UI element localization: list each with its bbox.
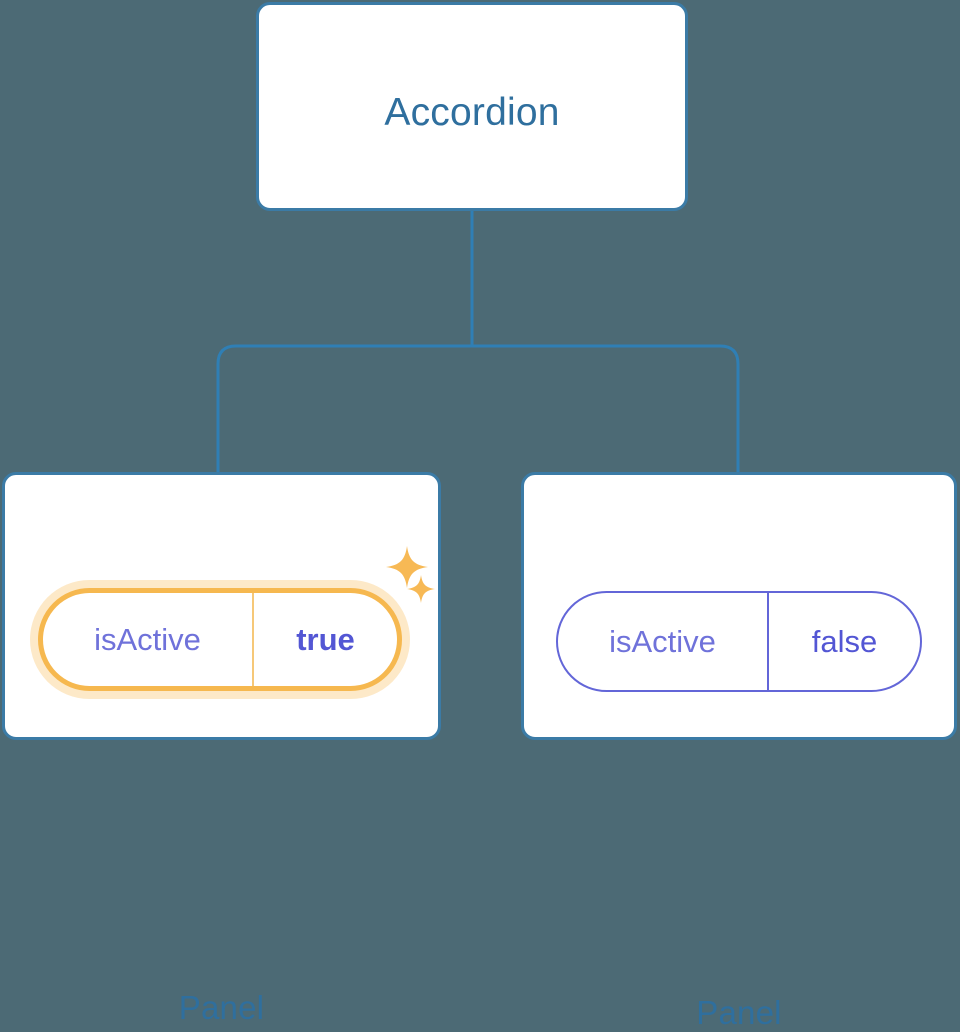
node-accordion[interactable]: Accordion (256, 2, 688, 211)
prop-pill-isactive-true[interactable]: isActive true (38, 588, 402, 691)
prop-key-label: isActive (43, 593, 254, 686)
node-accordion-title: Accordion (384, 91, 560, 134)
prop-value-label: true (296, 621, 355, 657)
prop-key-label: isActive (558, 593, 769, 690)
edge-branch-to-panel-left (216, 344, 474, 474)
prop-pill-isactive-false[interactable]: isActive false (556, 591, 922, 692)
edge-branch-to-panel-right (470, 344, 740, 474)
node-panel-left-title: Panel (178, 989, 265, 1026)
node-panel-right-title: Panel (696, 994, 782, 1031)
prop-value-label: false (811, 623, 878, 659)
